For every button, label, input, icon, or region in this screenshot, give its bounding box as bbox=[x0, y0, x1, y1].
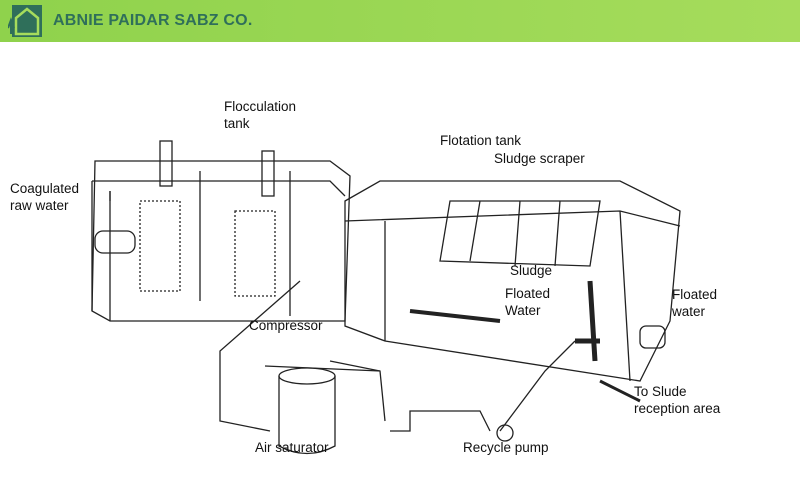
flocculation-tank bbox=[91, 140, 351, 322]
company-name: ABNIE PAIDAR SABZ CO. bbox=[53, 12, 253, 29]
flotation-tank-label: Flotation tank bbox=[440, 133, 522, 148]
air-saturator-label: Air saturator bbox=[255, 440, 329, 455]
flotation-diagram bbox=[91, 140, 681, 455]
recycle-pump-label: Recycle pump bbox=[463, 440, 549, 455]
header-bar: ABNIE PAIDAR SABZ CO. bbox=[0, 0, 800, 42]
compressor-label: Compressor bbox=[249, 318, 323, 333]
recycle-piping bbox=[219, 280, 576, 455]
sludge-scraper-label: Sludge scraper bbox=[494, 151, 585, 166]
company-logo-icon bbox=[8, 5, 42, 37]
sludge-label: Sludge bbox=[510, 263, 553, 278]
flotation-tank bbox=[344, 180, 681, 403]
